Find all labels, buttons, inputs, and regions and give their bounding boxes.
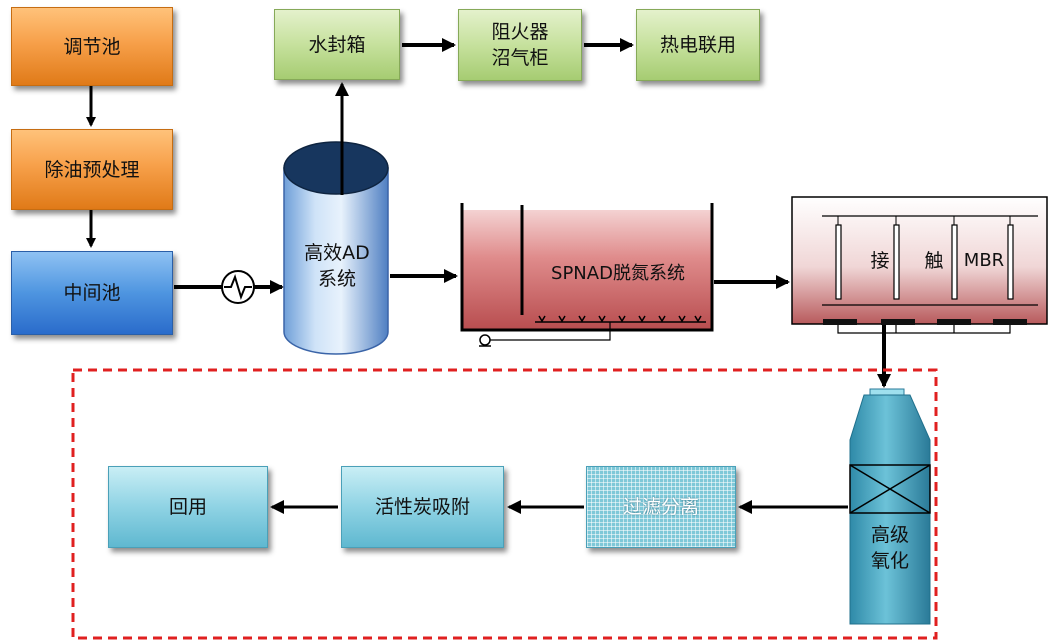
regulating-tank-box: 调节池 [11, 7, 173, 86]
filtration-separation-label: 过滤分离 [622, 496, 699, 518]
mbr-label-1: 接 [870, 250, 890, 272]
flame-arrester-box: 阻火器 沼气柜 [458, 9, 582, 81]
oxidation-tower [849, 388, 931, 625]
spnad-system-label: SPNAD脱氮系统 [551, 263, 685, 284]
pump-icon [221, 270, 255, 304]
intermediate-tank-label: 中间池 [63, 282, 121, 304]
activated-carbon-label: 活性炭吸附 [374, 496, 470, 518]
water-seal-tank-label: 水封箱 [308, 33, 366, 56]
intermediate-tank-box: 中间池 [11, 251, 173, 335]
filtration-separation-box: 过滤分离 [586, 466, 736, 548]
reuse-box: 回用 [108, 466, 268, 548]
regulating-tank-label: 调节池 [63, 35, 121, 58]
water-seal-tank-box: 水封箱 [274, 9, 400, 80]
chp-use-label: 热电联用 [659, 34, 736, 56]
contact-mbr-tank [791, 196, 1048, 334]
advanced-oxidation-label: 高级 氧化 [870, 524, 909, 572]
flame-arrester-label: 阻火器 沼气柜 [491, 21, 549, 69]
reuse-label: 回用 [168, 496, 207, 518]
chp-use-box: 热电联用 [636, 9, 760, 81]
advanced-treatment-frame [71, 368, 938, 640]
mbr-label-3: MBR [963, 250, 1005, 271]
ad-system-label: 高效AD 系统 [304, 242, 370, 290]
spnad-tank [460, 203, 714, 347]
ad-reactor-cylinder [283, 141, 389, 355]
oil-pretreatment-box: 除油预处理 [11, 129, 173, 210]
oil-pretreatment-label: 除油预处理 [44, 158, 140, 181]
mbr-label-2: 触 [924, 250, 944, 272]
activated-carbon-box: 活性炭吸附 [341, 466, 504, 548]
